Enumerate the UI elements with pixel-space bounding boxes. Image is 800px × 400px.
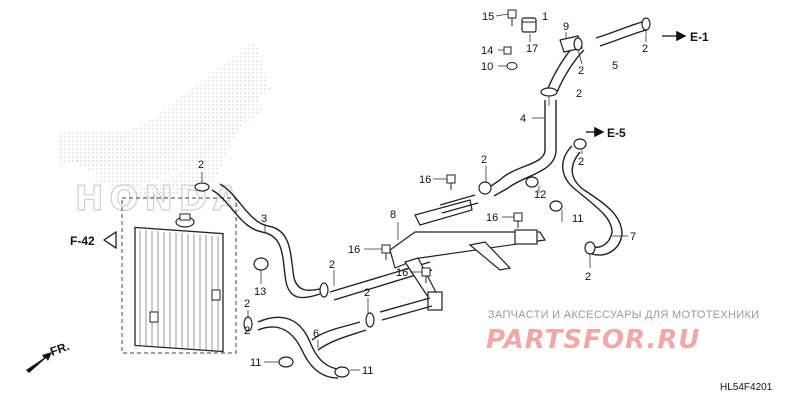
clamp-11-b <box>334 366 350 378</box>
callout-2-j: 2 <box>642 43 648 55</box>
washer-10 <box>506 62 518 70</box>
hose-6 <box>257 316 367 379</box>
callout-6: 6 <box>313 328 319 340</box>
bolt-16-d <box>513 212 523 228</box>
callout-17: 17 <box>526 43 538 55</box>
ref-f42-arrow <box>102 230 117 250</box>
callout-7: 7 <box>630 231 636 243</box>
callout-2-c2: 2 <box>244 325 250 337</box>
callout-16-c: 16 <box>396 267 408 279</box>
callout-11-c: 11 <box>572 213 583 225</box>
pipe-lower <box>379 297 433 321</box>
leader-lines <box>201 13 647 371</box>
radiator-assembly <box>121 197 237 354</box>
callout-16-d: 16 <box>486 212 498 224</box>
callout-2-i: 2 <box>578 65 584 77</box>
hose-4 <box>487 100 557 197</box>
callout-2-a: 2 <box>198 159 204 171</box>
clamp-11-a <box>278 356 294 368</box>
clamp-2-g <box>584 241 596 255</box>
diagram-code: HL54F4201 <box>720 382 773 393</box>
callout-2-e: 2 <box>481 154 487 166</box>
bolt-16-b <box>381 244 391 260</box>
hose-7 <box>562 145 623 256</box>
clamp-2-f <box>573 138 587 150</box>
clamp-2-h <box>540 87 558 97</box>
honda-brand-watermark: HONDA <box>75 179 245 219</box>
radiator-cap-1 <box>521 17 537 33</box>
clamp-13 <box>253 257 269 271</box>
callout-1: 1 <box>542 11 548 23</box>
clamp-2-j <box>641 17 651 31</box>
callout-4: 4 <box>520 113 526 125</box>
honda-wing-watermark <box>60 40 270 200</box>
clamp-12 <box>525 176 539 188</box>
callout-11-b: 11 <box>362 365 373 377</box>
clamp-2-a <box>194 182 210 192</box>
callout-13: 13 <box>254 286 266 298</box>
callout-12: 12 <box>534 189 546 201</box>
callout-3: 3 <box>261 213 267 225</box>
clamp-2-b <box>319 282 329 298</box>
callout-2-f: 2 <box>578 156 584 168</box>
bolt-15 <box>507 9 517 26</box>
callout-15: 15 <box>482 11 494 23</box>
callout-2-c: 2 <box>244 298 250 310</box>
ref-e1-label: E-1 <box>690 30 709 44</box>
callout-9: 9 <box>563 21 569 33</box>
pipe-upper <box>439 194 479 214</box>
bolt-16-a <box>446 174 456 190</box>
clamp-2-d <box>365 312 375 328</box>
clamp-11-c <box>549 200 563 212</box>
callout-10: 10 <box>481 61 493 73</box>
callout-11-a: 11 <box>250 357 261 369</box>
bracket-8 <box>389 199 546 311</box>
shop-watermark-text: ЗАПЧАСТИ И АКСЕССУАРЫ ДЛЯ МОТОТЕХНИКИ <box>488 309 759 321</box>
ref-f42-label: F-42 <box>70 234 95 248</box>
shop-watermark-logo: PARTSFOR.RU <box>486 325 700 355</box>
callout-2-g: 2 <box>585 271 591 283</box>
clamp-2-i <box>573 37 583 51</box>
ref-e5-label: E-5 <box>607 126 626 140</box>
hose-3 <box>211 183 325 299</box>
callout-5: 5 <box>612 60 618 72</box>
nut-14 <box>503 46 512 55</box>
callout-2-h: 2 <box>576 88 582 100</box>
callout-14: 14 <box>481 45 493 57</box>
callout-2-b: 2 <box>329 259 335 271</box>
callout-2-d: 2 <box>364 287 370 299</box>
front-direction-label: FR. <box>48 339 71 359</box>
front-direction-arrow <box>26 352 52 373</box>
callout-16-a: 16 <box>419 174 431 186</box>
callout-8: 8 <box>390 209 396 221</box>
callout-16-b: 16 <box>348 244 360 256</box>
clamp-2-e <box>478 181 492 195</box>
